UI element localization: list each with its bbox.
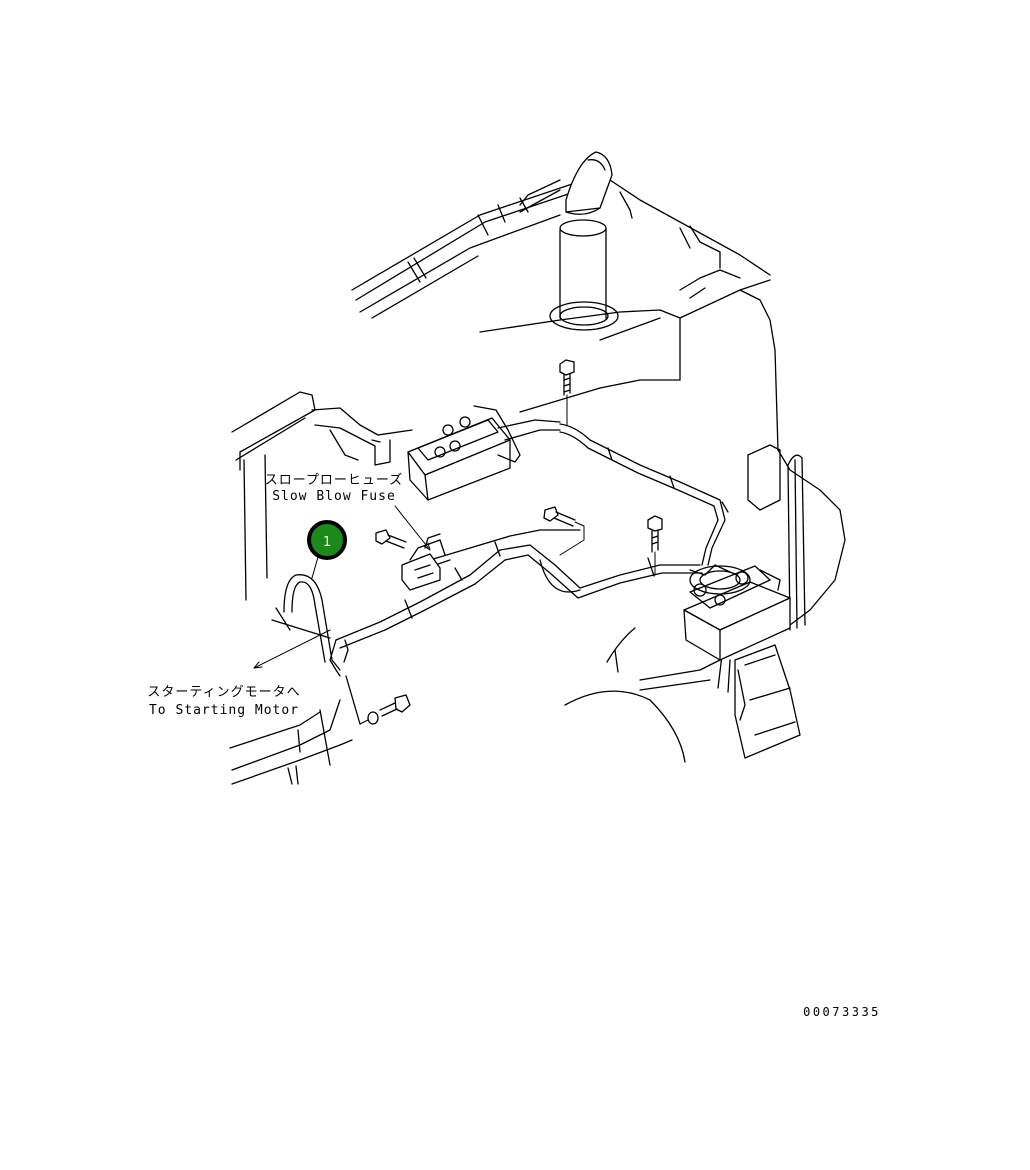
starting-motor-label-jp: スターティングモータへ [147, 685, 300, 700]
starting-motor-label-en: To Starting Motor [149, 703, 299, 718]
slow-blow-fuse-label-en: Slow Blow Fuse [272, 489, 396, 504]
callout-1[interactable]: 1 [307, 520, 347, 560]
lower-battery [683, 564, 791, 661]
bolts [359, 359, 663, 725]
slow-blow-fuse [401, 533, 446, 591]
callout-number: 1 [323, 535, 331, 550]
callout-circle[interactable] [307, 520, 347, 560]
drawing-number: 00073335 [803, 1005, 881, 1019]
exhaust-stack [549, 151, 619, 331]
upper-battery [407, 405, 561, 501]
wiring-harness [283, 423, 729, 725]
slow-blow-fuse-label-jp: スロープローヒューズ [265, 472, 404, 488]
leader-lines [253, 505, 431, 669]
machine-body [229, 177, 846, 785]
